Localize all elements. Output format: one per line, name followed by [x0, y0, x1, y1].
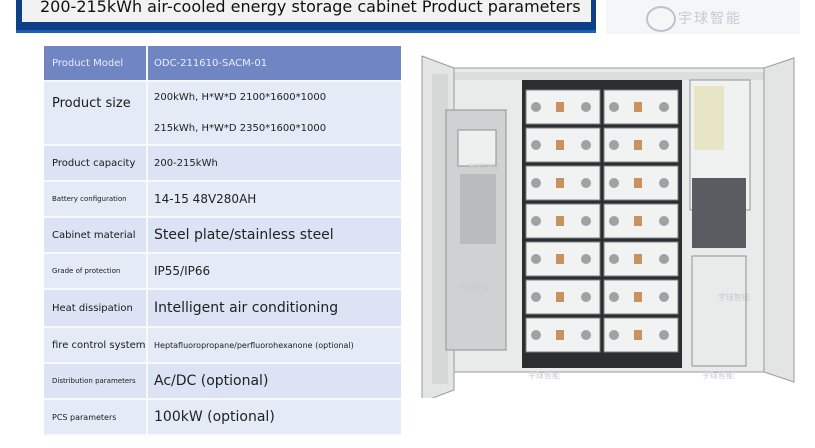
logo-icon [646, 6, 676, 32]
grade-of-protection-row: Grade of protection IP55/IP66 [44, 254, 401, 290]
distribution-parameters-row: Distribution parameters Ac/DC (optional) [44, 364, 401, 400]
page-title: 200-215kWh air-cooled energy storage cab… [22, 0, 591, 22]
module-fan-icon [531, 216, 541, 226]
module-terminal [634, 330, 642, 340]
value-line: 200kWh, H*W*D 2100*1600*1000 [154, 92, 327, 103]
row-label: Grade of protection [52, 267, 121, 275]
row-label: Product size [52, 96, 131, 111]
module-fan-icon [581, 216, 591, 226]
value-line: Heptafluoropropane/perfluorohexanone (op… [154, 340, 354, 350]
module-fan-icon [609, 330, 619, 340]
cabinet-illustration: 宇球智能 宇球智能 宇球智能 宇球智能 宇球智能 [418, 50, 798, 403]
module-fan-icon [531, 330, 541, 340]
module-fan-icon [609, 178, 619, 188]
module-fan-icon [609, 102, 619, 112]
value-line: 14-15 48V280AH [154, 192, 257, 206]
product-parameters-table: Product Model ODC-211610-SACM-01 Product… [44, 46, 401, 436]
value-line: Intelligent air conditioning [154, 300, 339, 316]
row-value: Intelligent air conditioning [146, 290, 401, 326]
module-fan-icon [581, 254, 591, 264]
value-line: 215kWh, H*W*D 2350*1600*1000 [154, 123, 327, 134]
row-value: Steel plate/stainless steel [146, 218, 401, 252]
module-fan-icon [531, 178, 541, 188]
pcs-parameters-row: PCS parameters 100kW (optional) [44, 400, 401, 436]
module-fan-icon [531, 140, 541, 150]
energy-storage-cabinet-image: 宇球智能 宇球智能 宇球智能 宇球智能 宇球智能 [421, 55, 795, 403]
row-label: PCS parameters [52, 412, 117, 422]
heat-dissipation-row: Heat dissipation Intelligent air conditi… [44, 290, 401, 328]
module-fan-icon [581, 292, 591, 302]
module-terminal [556, 216, 564, 226]
value-line: Steel plate/stainless steel [154, 227, 334, 243]
module-fan-icon [659, 292, 669, 302]
module-fan-icon [581, 178, 591, 188]
module-fan-icon [659, 178, 669, 188]
module-fan-icon [531, 254, 541, 264]
module-fan-icon [659, 254, 669, 264]
module-terminal [556, 140, 564, 150]
row-value: IP55/IP66 [146, 254, 401, 288]
module-fan-icon [609, 140, 619, 150]
watermark-text: 宇球智能 [702, 370, 734, 380]
module-terminal [556, 330, 564, 340]
module-terminal [634, 292, 642, 302]
row-label: Cabinet material [52, 229, 136, 241]
cabinet-material-row: Cabinet material Steel plate/stainless s… [44, 218, 401, 254]
module-terminal [556, 254, 564, 264]
watermark-text: 宇球智能 [458, 282, 490, 292]
module-fan-icon [581, 140, 591, 150]
module-terminal [556, 102, 564, 112]
battery-module-grid [525, 89, 679, 353]
value-line: 100kW (optional) [154, 409, 275, 425]
value-line: ODC-211610-SACM-01 [154, 57, 268, 69]
module-terminal [634, 254, 642, 264]
row-value: 14-15 48V280AH [146, 182, 401, 216]
battery-configuration-row: Battery configuration 14-15 48V280AH [44, 182, 401, 218]
product-size-row: Product size 200kWh, H*W*D 2100*1600*100… [44, 82, 401, 146]
product-model-row: Product Model ODC-211610-SACM-01 [44, 46, 401, 82]
module-terminal [556, 178, 564, 188]
module-fan-icon [531, 292, 541, 302]
module-terminal [634, 178, 642, 188]
value-line: Ac/DC (optional) [154, 373, 269, 389]
fire-control-system-row: fire control system Heptafluoropropane/p… [44, 328, 401, 364]
logo-text: 宇球智能 [678, 11, 742, 27]
value-line: IP55/IP66 [154, 264, 211, 278]
row-value: 100kW (optional) [146, 400, 401, 434]
row-label: Product Model [52, 57, 124, 69]
value-line: 200-215kWh [154, 157, 218, 169]
module-fan-icon [659, 140, 669, 150]
brand-logo: 宇球智能 [606, 0, 800, 34]
module-terminal [556, 292, 564, 302]
module-fan-icon [609, 292, 619, 302]
module-terminal [634, 216, 642, 226]
row-value: 200kWh, H*W*D 2100*1600*1000 215kWh, H*W… [146, 82, 401, 144]
module-fan-icon [581, 330, 591, 340]
row-label: Product capacity [52, 157, 136, 169]
row-label: fire control system [52, 339, 146, 351]
row-label: Battery configuration [52, 195, 127, 203]
module-fan-icon [531, 102, 541, 112]
row-value: Heptafluoropropane/perfluorohexanone (op… [146, 328, 401, 362]
row-value: 200-215kWh [146, 146, 401, 180]
header-bar: 200-215kWh air-cooled energy storage cab… [16, 0, 596, 33]
module-fan-icon [581, 102, 591, 112]
module-fan-icon [659, 102, 669, 112]
module-fan-icon [609, 216, 619, 226]
module-fan-icon [659, 330, 669, 340]
watermark-text: 宇球智能 [718, 292, 750, 302]
row-value: Ac/DC (optional) [146, 364, 401, 398]
product-capacity-row: Product capacity 200-215kWh [44, 146, 401, 182]
module-terminal [634, 140, 642, 150]
row-value: ODC-211610-SACM-01 [146, 46, 401, 80]
module-fan-icon [659, 216, 669, 226]
module-fan-icon [609, 254, 619, 264]
module-terminal [634, 102, 642, 112]
watermark-text: 宇球智能 [468, 162, 500, 172]
row-label: Distribution parameters [52, 377, 136, 385]
row-label: Heat dissipation [52, 302, 133, 314]
watermark-text: 宇球智能 [528, 370, 560, 380]
